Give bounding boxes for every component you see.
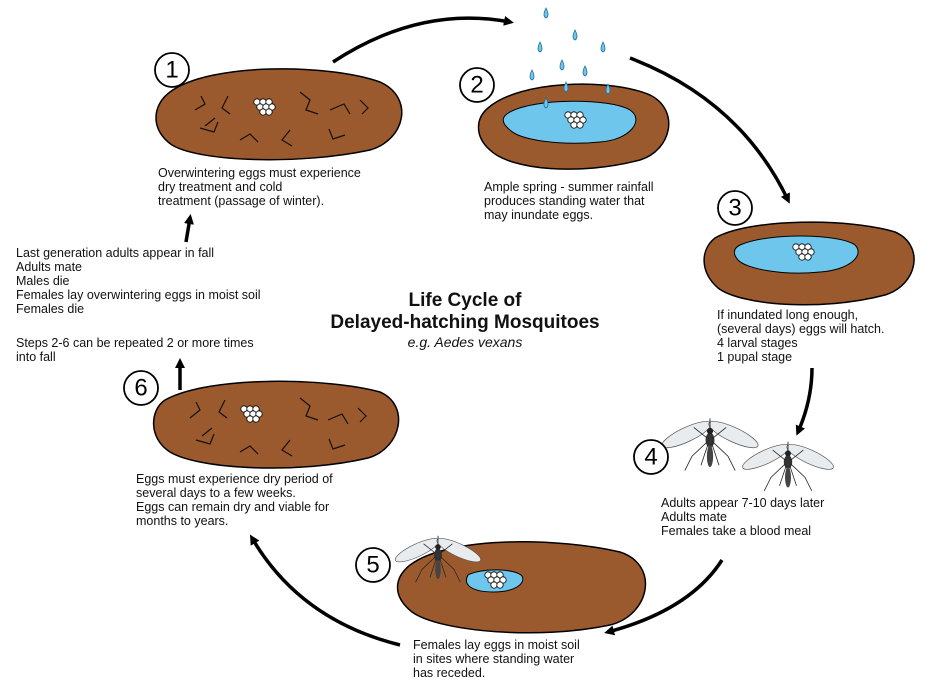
text-line: produces standing water that [484, 194, 654, 208]
text-line: Females take a blood meal [661, 524, 824, 538]
step-5-description: Females lay eggs in moist soil in sites … [413, 638, 580, 680]
step-6-description: Eggs must experience dry period of sever… [136, 472, 333, 528]
text-line: Adults mate [16, 260, 261, 274]
step-2-marker: 2 [460, 68, 494, 102]
step-5-marker: 5 [356, 548, 390, 582]
text-line: into fall [16, 350, 254, 364]
step-3-description: If inundated long enough, (several days)… [717, 308, 884, 364]
step-3-number: 3 [728, 195, 741, 222]
soil-patch-6 [154, 381, 399, 468]
step-4-number: 4 [644, 444, 657, 471]
step-6-number: 6 [134, 375, 147, 402]
text-line: Adults mate [661, 510, 824, 524]
step-1-marker: 1 [155, 53, 189, 87]
text-line: Eggs must experience dry period of [136, 472, 333, 486]
title-line-2: Delayed-hatching Mosquitoes [300, 312, 630, 334]
text-line: Males die [16, 274, 261, 288]
diagram-title: Life Cycle of Delayed-hatching Mosquitoe… [300, 290, 630, 350]
cycle-arrow-3-to-4 [798, 368, 812, 432]
text-line: 4 larval stages [717, 336, 884, 350]
cycle-arrow-1-to-2 [333, 18, 510, 62]
title-subtitle: e.g. Aedes vexans [300, 334, 630, 350]
title-line-1: Life Cycle of [300, 290, 630, 312]
text-line: Females lay eggs in moist soil [413, 638, 580, 652]
text-line: has receded. [413, 666, 580, 680]
soil-patch-3 [704, 222, 914, 305]
text-line: If inundated long enough, [717, 308, 884, 322]
text-line: Last generation adults appear in fall [16, 246, 261, 260]
text-line: several days to a few weeks. [136, 486, 333, 500]
step-2-description: Ample spring - summer rainfall produces … [484, 180, 654, 222]
text-line: Females die [16, 302, 261, 316]
text-line: Adults appear 7-10 days later [661, 496, 824, 510]
text-line: Females lay overwintering eggs in moist … [16, 288, 261, 302]
text-line: Steps 2-6 can be repeated 2 or more time… [16, 336, 254, 350]
fall-notes: Last generation adults appear in fall Ad… [16, 246, 261, 316]
repeat-note: Steps 2-6 can be repeated 2 or more time… [16, 336, 254, 364]
text-line: treatment (passage of winter). [158, 194, 361, 208]
text-line: (several days) eggs will hatch. [717, 322, 884, 336]
step-5-number: 5 [366, 552, 379, 579]
cycle-arrow-fall-up [186, 218, 190, 242]
soil-patch-1 [156, 69, 402, 160]
text-line: Overwintering eggs must experience [158, 166, 361, 180]
step-6-marker: 6 [124, 371, 158, 405]
step-1-description: Overwintering eggs must experience dry t… [158, 166, 361, 208]
text-line: dry treatment and cold [158, 180, 361, 194]
soil-patch-2 [479, 84, 669, 169]
text-line: in sites where standing water [413, 652, 580, 666]
step-1-number: 1 [165, 57, 178, 84]
text-line: Ample spring - summer rainfall [484, 180, 654, 194]
text-line: Eggs can remain dry and viable for [136, 500, 333, 514]
text-line: months to years. [136, 514, 333, 528]
step-2-number: 2 [470, 72, 483, 99]
text-line: 1 pupal stage [717, 350, 884, 364]
text-line: may inundate eggs. [484, 208, 654, 222]
step-4-marker: 4 [634, 440, 668, 474]
step-4-description: Adults appear 7-10 days later Adults mat… [661, 496, 824, 538]
step-3-marker: 3 [718, 191, 752, 225]
